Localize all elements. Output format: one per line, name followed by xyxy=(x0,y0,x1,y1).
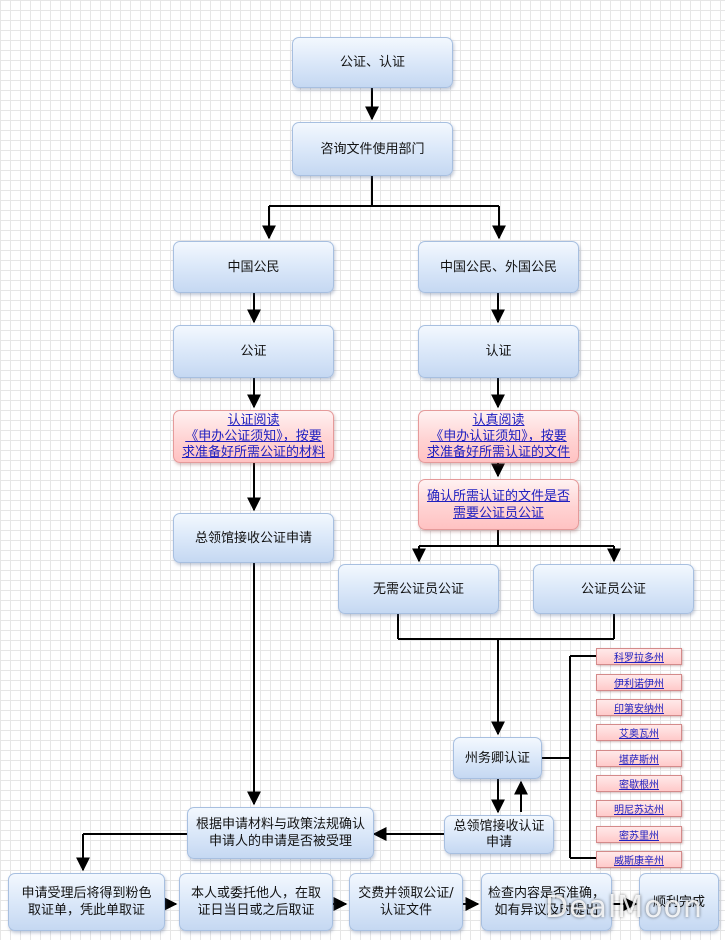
node-label-line2: 取证单，凭此单取证 xyxy=(27,903,145,918)
node-label: 公证 xyxy=(240,344,267,359)
node-label: 州务卿认证 xyxy=(464,750,530,766)
node-chinese-citizen: 中国公民 xyxy=(173,241,334,293)
node-confirm-notary-needed[interactable]: 确认所需认证的文件是否 需要公证员公证 xyxy=(418,479,579,530)
node-notary-auth-start: 公证、认证 xyxy=(292,37,453,88)
state-link[interactable]: 堪萨斯州 xyxy=(596,750,682,767)
node-no-notary-needed: 无需公证员公证 xyxy=(338,564,499,614)
node-label-line1: 根据申请材料与政策法规确认 xyxy=(195,817,365,832)
watermark: DealMoon xyxy=(545,890,703,925)
node-label: 中国公民、外国公民 xyxy=(439,259,557,275)
state-link[interactable]: 艾奥瓦州 xyxy=(596,724,682,741)
state-link[interactable]: 科罗拉多州 xyxy=(596,648,682,665)
node-consult-department: 咨询文件使用部门 xyxy=(292,122,453,176)
node-label: 公证、认证 xyxy=(339,55,405,70)
node-label-line1[interactable]: 认真阅读 xyxy=(472,412,525,428)
node-step-complete: 顺利完成 xyxy=(639,873,719,931)
node-label-line1: 检查内容是否准确， xyxy=(488,886,606,901)
node-authentication: 认证 xyxy=(418,325,579,378)
node-label-line2: 证日当日或之后取证 xyxy=(197,903,315,918)
state-link[interactable]: 密歇根州 xyxy=(596,775,682,792)
node-review-application: 根据申请材料与政策法规确认 申请人的申请是否被受理 xyxy=(187,807,374,859)
node-label-line3[interactable]: 求准备好所需公证的材料 xyxy=(181,444,325,460)
node-label: 中国公民 xyxy=(227,259,280,275)
node-step-pay: 交费并领取公证/ 认证文件 xyxy=(349,873,463,931)
state-link[interactable]: 密苏里州 xyxy=(596,826,682,843)
state-link[interactable]: 印第安纳州 xyxy=(596,699,682,716)
node-read-auth-guide[interactable]: 认真阅读 《申办认证须知》，按要 求准备好所需认证的文件 xyxy=(418,410,579,463)
node-label: 无需公证员公证 xyxy=(372,581,464,597)
node-consulate-notary-application: 总领馆接收公证申请 xyxy=(173,513,334,563)
node-label: 顺利完成 xyxy=(652,894,705,910)
node-notarization: 公证 xyxy=(173,325,334,378)
node-label-line1[interactable]: 认证阅读 xyxy=(227,412,280,428)
node-consulate-auth-application: 总领馆接收认证 申请 xyxy=(444,815,554,854)
state-link[interactable]: 伊利诺伊州 xyxy=(596,674,682,691)
node-label-line1: 本人或委托他人，在取 xyxy=(190,886,321,901)
node-label-line2: 认证文件 xyxy=(379,903,432,918)
node-step-pink-receipt: 申请受理后将得到粉色 取证单，凭此单取证 xyxy=(8,873,165,931)
node-label-line3[interactable]: 求准备好所需认证的文件 xyxy=(426,444,570,460)
node-notary-public: 公证员公证 xyxy=(533,564,694,614)
node-label-line1: 交费并领取公证/ xyxy=(358,886,454,901)
state-link[interactable]: 威斯康辛州 xyxy=(596,851,682,868)
node-label-line2: 申请 xyxy=(485,834,512,850)
state-link[interactable]: 明尼苏达州 xyxy=(596,800,682,817)
node-label-line2[interactable]: 《申办公证须知》，按要 xyxy=(185,428,322,444)
node-label-line2: 申请人的申请是否被受理 xyxy=(208,834,352,849)
node-label: 总领馆接收公证申请 xyxy=(194,530,312,546)
node-read-notary-guide[interactable]: 认证阅读 《申办公证须知》，按要 求准备好所需公证的材料 xyxy=(173,410,334,463)
node-label-line1: 申请受理后将得到粉色 xyxy=(21,886,152,901)
node-label: 咨询文件使用部门 xyxy=(320,141,425,157)
node-step-check: 检查内容是否准确， 如有异议及时提出 xyxy=(481,873,612,931)
node-chinese-foreign-citizen: 中国公民、外国公民 xyxy=(418,241,579,293)
node-label: 公证员公证 xyxy=(580,581,646,597)
node-label-line2: 如有异议及时提出 xyxy=(494,903,599,918)
node-label-line2[interactable]: 需要公证员公证 xyxy=(452,505,544,521)
node-state-secretary-auth: 州务卿认证 xyxy=(453,737,542,779)
node-label-line1: 总领馆接收认证 xyxy=(453,818,545,834)
node-label-line1[interactable]: 确认所需认证的文件是否 xyxy=(426,488,570,504)
node-label: 认证 xyxy=(485,344,512,359)
node-label-line2[interactable]: 《申办认证须知》，按要 xyxy=(430,428,567,444)
node-step-collect: 本人或委托他人，在取 证日当日或之后取证 xyxy=(179,873,333,931)
